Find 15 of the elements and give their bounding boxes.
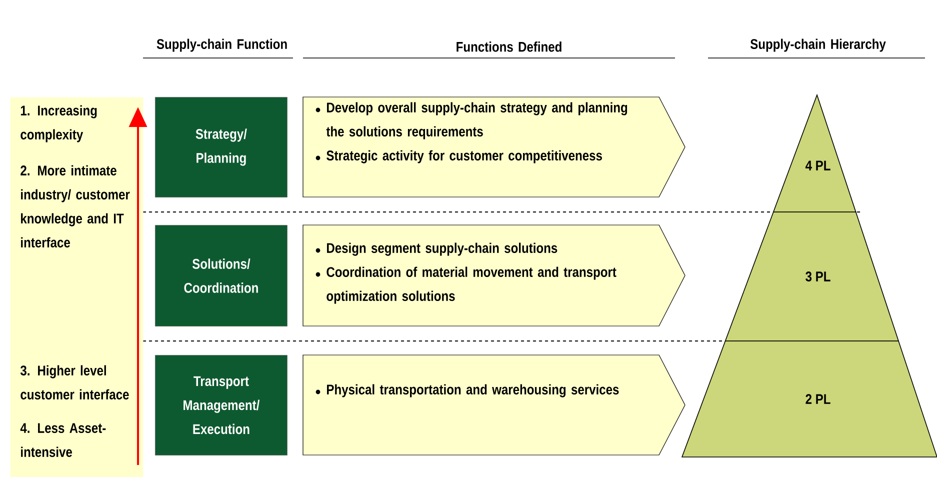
bullet-item: Strategic activity for customer competitiveness bbox=[326, 150, 602, 164]
list-item: 4. Less Asset-intensive bbox=[20, 423, 106, 457]
bullet-item: Design segment supply-chain solutions bbox=[327, 242, 558, 256]
bullet-item: Physical transportation and warehousing services bbox=[327, 384, 619, 398]
column-header: Functions Defined bbox=[456, 42, 562, 52]
function-box: Strategy/ Planning bbox=[155, 97, 288, 198]
column-header: Supply-chain Hierarchy bbox=[750, 38, 886, 52]
list-item: 1. Increasing complexity bbox=[20, 105, 97, 142]
column-header: Supply-chain Function bbox=[156, 38, 287, 52]
function-box: Transport Management/ Execution bbox=[155, 355, 288, 456]
list-item: 3. Higher level customer interface bbox=[20, 365, 129, 400]
list-item: 2. More intimate industry/ customer knowledge and IT interface bbox=[20, 165, 130, 248]
bullet-item: Coordination of material movement and transport optimization solutions bbox=[326, 266, 616, 304]
bullet-item: Develop overall supply-chain strategy and planning the solutions requirements bbox=[326, 102, 628, 140]
function-box: Solutions/ Coordination bbox=[155, 225, 288, 326]
